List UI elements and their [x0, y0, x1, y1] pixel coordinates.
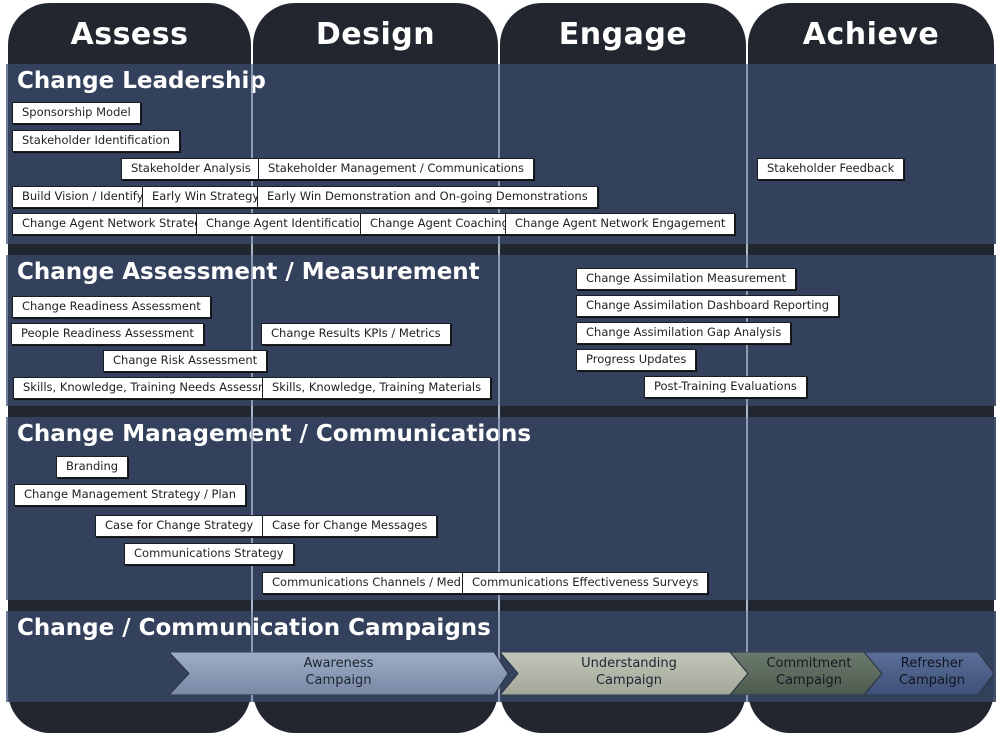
activity-box[interactable]: Communications Effectiveness Surveys: [462, 572, 709, 594]
campaign-commitment[interactable]: Commitment Campaign: [730, 652, 882, 695]
activity-box[interactable]: Change Risk Assessment: [103, 350, 268, 372]
phase-header-design: Design: [315, 16, 436, 52]
activity-box[interactable]: Sponsorship Model: [12, 102, 141, 124]
campaign-awareness[interactable]: Awareness Campaign: [169, 652, 508, 695]
activity-box[interactable]: Change Assimilation Gap Analysis: [576, 322, 792, 344]
section-title: Change Management / Communications: [17, 421, 532, 447]
campaign-label-line2: Campaign: [305, 673, 372, 688]
activity-box[interactable]: Progress Updates: [576, 349, 697, 371]
campaign-label-line1: Refresher: [900, 656, 964, 671]
campaign-label-line2: Campaign: [775, 673, 843, 688]
phase-divider: [498, 64, 500, 702]
activity-box[interactable]: Change Agent Identification: [196, 213, 377, 235]
chevron-arrow-icon: [730, 652, 882, 695]
activity-box[interactable]: Stakeholder Feedback: [757, 158, 905, 180]
chevron-arrow-icon: [864, 652, 994, 695]
activity-box[interactable]: Build Vision / Identify: [12, 186, 154, 208]
activity-box[interactable]: Skills, Knowledge, Training Materials: [262, 377, 492, 399]
activity-box[interactable]: Early Win Demonstration and On-going Dem…: [257, 186, 598, 208]
activity-box[interactable]: Communications Channels / Media: [262, 572, 482, 594]
section-change-management: Change Management / Communications: [6, 417, 996, 600]
activity-box[interactable]: Change Agent Network Engagement: [505, 213, 736, 235]
activity-box[interactable]: Change Management Strategy / Plan: [14, 484, 247, 506]
activity-box[interactable]: Early Win Strategy: [142, 186, 270, 208]
section-title: Change / Communication Campaigns: [17, 615, 491, 641]
phase-header-achieve: Achieve: [802, 16, 940, 52]
campaign-label-line2: Campaign: [595, 673, 663, 688]
campaign-label-line1: Awareness: [303, 656, 374, 671]
activity-box[interactable]: Change Assimilation Measurement: [576, 268, 797, 290]
campaign-understanding[interactable]: Understanding Campaign: [500, 652, 748, 695]
activity-box[interactable]: People Readiness Assessment: [11, 323, 204, 345]
phase-header-assess: Assess: [70, 16, 189, 52]
activity-box[interactable]: Stakeholder Management / Communications: [258, 158, 535, 180]
activity-box[interactable]: Branding: [56, 456, 129, 478]
activity-box[interactable]: Case for Change Messages: [262, 515, 438, 537]
activity-box[interactable]: Case for Change Strategy: [95, 515, 264, 537]
activity-box[interactable]: Change Results KPIs / Metrics: [261, 323, 451, 345]
activity-box[interactable]: Post-Training Evaluations: [644, 376, 807, 398]
section-title: Change Leadership: [17, 68, 266, 94]
activity-box[interactable]: Change Readiness Assessment: [12, 296, 211, 318]
phase-header-engage: Engage: [558, 16, 688, 52]
activity-box[interactable]: Skills, Knowledge, Training Needs Assess…: [13, 377, 299, 399]
section-title: Change Assessment / Measurement: [17, 259, 480, 285]
activity-box[interactable]: Stakeholder Identification: [12, 130, 180, 152]
activity-box[interactable]: Change Assimilation Dashboard Reporting: [576, 295, 840, 317]
campaign-label-line1: Understanding: [581, 656, 677, 671]
activity-box[interactable]: Change Agent Network Strategy: [12, 213, 219, 235]
activity-box[interactable]: Communications Strategy: [124, 543, 294, 565]
campaign-label-line1: Commitment: [766, 656, 852, 671]
chevron-arrow-icon: [169, 652, 508, 695]
chevron-arrow-icon: [500, 652, 748, 695]
campaign-refresher[interactable]: Refresher Campaign: [864, 652, 994, 695]
activity-box[interactable]: Change Agent Coaching: [360, 213, 519, 235]
campaign-label-line2: Campaign: [898, 673, 966, 688]
activity-box[interactable]: Stakeholder Analysis: [121, 158, 261, 180]
